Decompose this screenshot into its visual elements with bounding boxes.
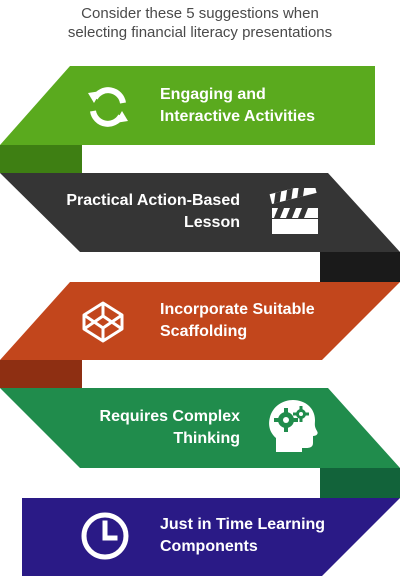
- clock-icon: [80, 511, 130, 566]
- connector-strip-4: [320, 468, 400, 498]
- item-3-line-1: Incorporate Suitable: [160, 301, 315, 318]
- item-4-label: Requires Complex Thinking: [58, 406, 240, 450]
- item-5-line-2: Components: [160, 538, 258, 555]
- codepen-cube-icon: [80, 299, 126, 350]
- header-title: Consider these 5 suggestions when select…: [0, 4, 400, 42]
- item-5-line-1: Just in Time Learning: [160, 516, 326, 533]
- item-2-label: Practical Action-Based Lesson: [58, 190, 240, 234]
- item-5-label: Just in Time Learning Components: [160, 514, 325, 558]
- item-2-line-1: Practical Action-Based: [66, 192, 240, 209]
- item-3-label: Incorporate Suitable Scaffolding: [160, 299, 315, 343]
- item-4-line-1: Requires Complex: [99, 408, 240, 425]
- item-2-line-2: Lesson: [183, 214, 240, 231]
- clapperboard-icon: [268, 183, 322, 241]
- item-1-label: Engaging and Interactive Activities: [160, 84, 315, 128]
- connector-strip-3: [0, 360, 82, 388]
- refresh-arrows-icon: [84, 83, 132, 136]
- item-1-line-1: Engaging and: [160, 86, 266, 103]
- head-gears-icon: [266, 398, 320, 461]
- connector-strip-1: [0, 145, 82, 173]
- connector-strip-2: [320, 252, 400, 282]
- item-1-line-2: Interactive Activities: [160, 108, 316, 125]
- banner-1-shape: [0, 66, 375, 145]
- item-3-line-2: Scaffolding: [160, 323, 248, 340]
- header-line-1: Consider these 5 suggestions when: [81, 5, 319, 22]
- item-4-line-2: Thinking: [173, 430, 240, 447]
- header-line-2: selecting financial literacy presentatio…: [67, 24, 333, 41]
